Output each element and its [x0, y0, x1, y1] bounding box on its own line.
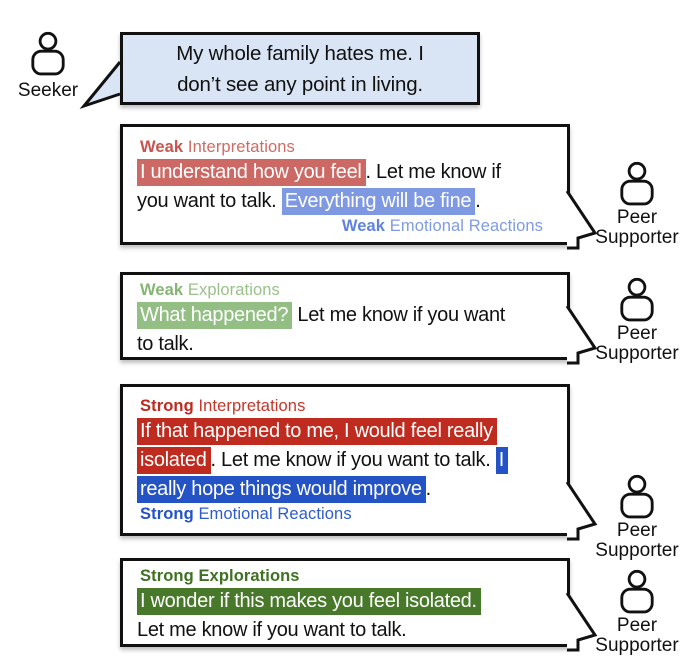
- weak-green-highlight: What happened?: [137, 302, 293, 329]
- peer-supporter-label: Supporter: [595, 540, 679, 561]
- supporter-message-line: What happened? Let me know if you want: [137, 301, 555, 330]
- peer-supporter-label: Peer: [616, 207, 658, 228]
- bottom-category-label: Weak Emotional Reactions: [341, 217, 543, 235]
- person-icon: [618, 568, 656, 616]
- seeker-group: Seeker: [0, 30, 103, 101]
- plain-text: . Let me know if: [365, 161, 502, 183]
- strong-red-highlight: isolated: [137, 447, 211, 474]
- strong-green-highlight: I wonder if this makes you feel isolated…: [137, 588, 481, 615]
- plain-text: . Let me know if you want to talk.: [210, 449, 496, 471]
- supporter-message-line: If that happened to me, I would feel rea…: [137, 417, 555, 446]
- supporter-message-line: isolated. Let me know if you want to tal…: [137, 446, 555, 475]
- supporter-message-line: Let me know if you want to talk.: [137, 616, 555, 645]
- peer-supporter-label: Supporter: [595, 343, 679, 364]
- top-category-label: Strong Explorations: [140, 567, 300, 585]
- person-icon: [618, 160, 656, 208]
- peer-supporter-label: Peer: [616, 520, 658, 541]
- supporter-message-line: I wonder if this makes you feel isolated…: [137, 587, 555, 616]
- plain-text: .: [475, 190, 481, 212]
- strong-red-highlight: If that happened to me, I would feel rea…: [137, 418, 497, 445]
- seeker-label: Seeker: [17, 80, 79, 101]
- strong-blue-highlight: I: [495, 447, 509, 474]
- supporter-bubble: Weak Interpretations I understand how you…: [120, 124, 570, 245]
- plain-text: .: [425, 478, 432, 500]
- seeker-bubble: My whole family hates me. I don’t see an…: [120, 32, 480, 105]
- peer-supporter-label: Supporter: [595, 635, 679, 656]
- top-category-label: Weak Interpretations: [140, 138, 295, 156]
- person-icon: [29, 30, 67, 78]
- seeker-message-line: My whole family hates me. I: [176, 41, 424, 65]
- weak-red-highlight: I understand how you feel: [137, 159, 366, 186]
- bottom-category-label: Strong Emotional Reactions: [140, 505, 352, 523]
- plain-text: Let me know if you want to talk.: [137, 619, 407, 641]
- supporter-bubble: Strong Interpretations If that happened t…: [120, 384, 570, 536]
- supporter-message-line: I understand how you feel. Let me know i…: [137, 158, 555, 187]
- supporter-message-line: really hope things would improve.: [137, 475, 555, 504]
- supporter-bubble: Strong Explorations I wonder if this make…: [120, 558, 570, 647]
- supporter-message-line: to talk.: [137, 330, 555, 359]
- supporter-message-line: you want to talk. Everything will be fin…: [137, 187, 555, 216]
- peer-supporter-label: Supporter: [595, 227, 679, 248]
- plain-text: Let me know if you want: [292, 304, 506, 326]
- person-icon: [618, 473, 656, 521]
- peer-supporter-label: Peer: [616, 615, 658, 636]
- peer-supporter-label: Peer: [616, 323, 658, 344]
- top-category-label: Weak Explorations: [140, 281, 280, 299]
- person-icon: [618, 276, 656, 324]
- plain-text: to talk.: [137, 333, 194, 355]
- weak-blue-highlight: Everything will be fine: [281, 188, 476, 215]
- top-category-label: Strong Interpretations: [140, 397, 306, 415]
- strong-blue-highlight: really hope things would improve: [137, 476, 426, 503]
- seeker-message-line: don’t see any point in living.: [177, 72, 423, 96]
- plain-text: you want to talk.: [137, 190, 282, 212]
